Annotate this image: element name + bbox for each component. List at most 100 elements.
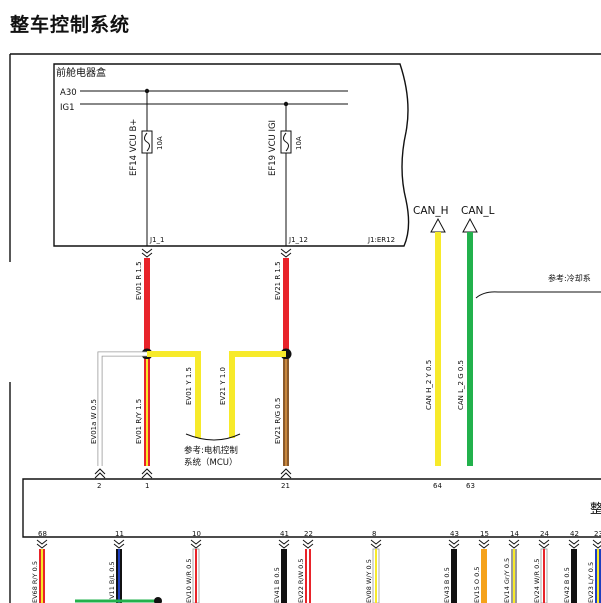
connector-chevron-2 [280,248,292,258]
wire-ev01a-label: EV01a W 0.5 [90,399,98,444]
bottom-wire-stripe [307,549,309,603]
vcu-pin-1: 1 [145,482,149,490]
bottom-wire-label: EV11 B/L 0.5 [108,561,116,603]
bottom-pin-chevron [278,539,290,549]
cooling-reference-curve [475,291,601,299]
bottom-wire [451,549,457,603]
wire-ev21-rg-stripe [285,359,287,466]
bottom-wire-stripe [41,549,43,603]
bottom-wire-label: EV08 W/Y 0.5 [365,559,373,603]
relay-box-label: 前舱电器盒 [56,66,106,79]
bottom-wire-label: EV22 R/W 0.5 [297,559,305,603]
vcu-chevron-1 [141,468,153,479]
bottom-pin-number: 10 [192,530,201,538]
wire-ev21-upper-label: EV21 R 1.5 [274,261,282,300]
bottom-wire-stripe [375,549,377,603]
wire-ev01-ry-label: EV01 R/Y 1.5 [135,399,143,444]
bottom-pin-chevron [538,539,550,549]
can-low-label: CAN_L [461,205,495,217]
connector-chevron-1 [141,248,153,258]
can-high-arrow [430,217,446,233]
vcu-pin-21: 21 [281,482,290,490]
bottom-pin-chevron [568,539,580,549]
bottom-pin-chevron [190,539,202,549]
bottom-wire-stripe [118,549,120,603]
wire-ev21-y-label: EV21 Y 1.0 [219,367,227,405]
mcu-reference-line1: 参考:电机控制 [184,445,238,456]
bottom-pin-number: 15 [480,530,489,538]
vcu-box-outline [22,478,601,538]
bottom-splice [154,597,162,603]
wire-can-h-yellow [435,232,441,466]
bottom-pin-chevron [302,539,314,549]
bottom-wire-label: EV24 W/R 0.5 [533,559,541,603]
bottom-wire-label: EV42 B 0.5 [563,567,571,603]
wire-ev21-yellow [229,351,286,438]
bottom-pin-chevron [113,539,125,549]
wire-can-l-green [467,232,473,466]
cooling-reference-label: 参考:冷却系 [548,273,591,283]
relay-connector-label: J1:ER12 [367,236,395,244]
bottom-pin-number: 11 [115,530,124,538]
bottom-pin-number: 24 [540,530,549,538]
bottom-wire-label: EV23 L/Y 0.5 [587,562,595,603]
bottom-pin-chevron [478,539,490,549]
vcu-chevron-2 [94,468,106,479]
wire-ev21-red [283,258,289,354]
page-title: 整车控制系统 [10,14,131,36]
power-line-a30-label: A30 [60,88,77,98]
bottom-pin-chevron [508,539,520,549]
bottom-pin-chevron [592,539,601,549]
fuse2-rating: 10A [295,136,303,150]
fuse1-name: EF14 VCU B+ [129,119,139,176]
bottom-pin-chevron [370,539,382,549]
bottom-pin-number: 22 [304,530,313,538]
bottom-wire-label: EV15 O 0.5 [473,567,481,603]
fuse1-pin: J1_1 [149,236,164,244]
page-frame [9,53,601,603]
wire-ev21-rg-label: EV21 R/G 0.5 [274,398,282,444]
vcu-chevron-21 [280,468,292,479]
bottom-wire-label: EV10 W/R 0.5 [185,559,193,603]
wire-ev01-red [144,258,150,354]
wire-ev01-ry-stripe [146,359,148,466]
wire-ev01-yellow [147,351,201,438]
bottom-pin-chevron [448,539,460,549]
wire-ev01a-white-core [98,352,147,466]
mcu-reference-line2: 系统（MCU） [184,457,238,468]
bottom-pin-chevron [36,539,48,549]
fuse2-name: EF19 VCU IGI [268,120,278,176]
bottom-pin-number: 43 [450,530,459,538]
fuse1-rating: 10A [156,136,164,150]
bottom-wire-label: EV14 Gr/Y 0.5 [503,558,511,603]
fuse2-pin: J1_12 [288,236,308,244]
bottom-wire [571,549,577,603]
bottom-pin-number: 41 [280,530,289,538]
bottom-pin-number: 23 [594,530,601,538]
vcu-label-partial: 整 [590,502,601,517]
bottom-pin-number: 42 [570,530,579,538]
bottom-wire-stripe [513,549,515,603]
bottom-wire-label: EV41 B 0.5 [273,567,281,603]
fuse1-element [144,132,150,152]
bottom-pin-number: 68 [38,530,47,538]
bottom-wire [281,549,287,603]
power-line-ig1-label: IG1 [60,103,75,113]
wire-can-h-label: CAN H_2 Y 0.5 [425,360,433,410]
wire-ev01-y-label: EV01 Y 1.5 [185,367,193,405]
can-high-label: CAN_H [413,205,449,217]
bottom-pin-number: 8 [372,530,376,538]
bottom-wire-label: EV43 B 0.5 [443,567,451,603]
bottom-wire-stripe [195,549,197,603]
bottom-wire-stripe [597,549,599,603]
vcu-pin-64: 64 [433,482,442,490]
fuse2-element [283,132,289,152]
bottom-pin-number: 14 [510,530,519,538]
relay-box-outline [53,63,410,247]
bottom-wire [481,549,487,603]
can-low-arrow [462,217,478,233]
mcu-bracket [185,433,241,441]
vcu-pin-2: 2 [97,482,101,490]
